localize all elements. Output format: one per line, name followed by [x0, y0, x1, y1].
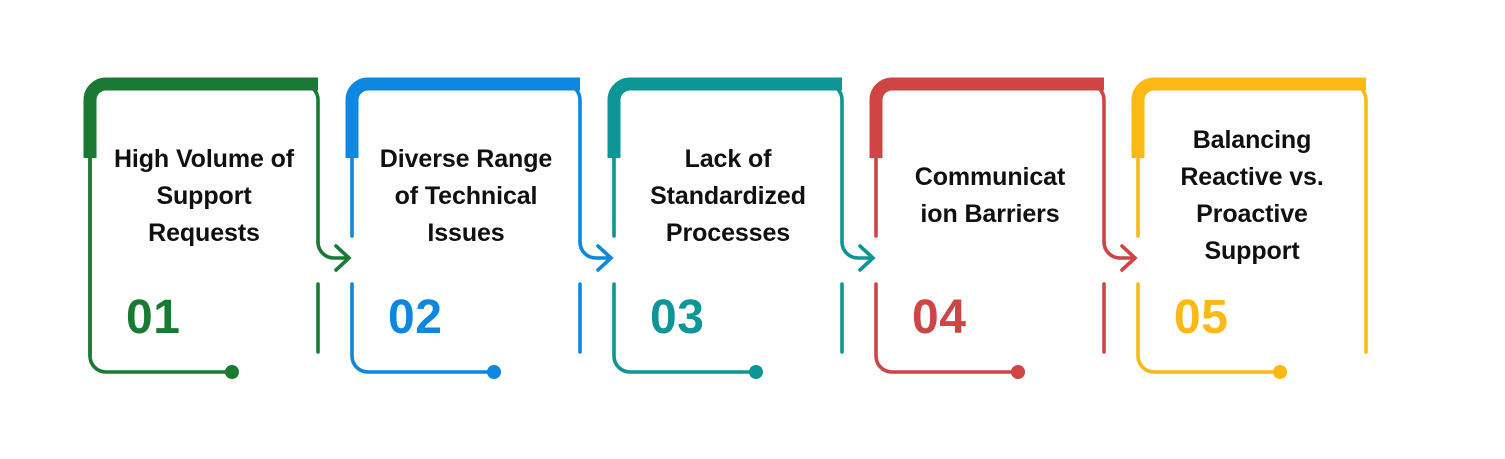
accent-corner: [345, 77, 580, 158]
step-number: 02: [388, 291, 443, 344]
end-dot: [487, 365, 501, 379]
step-outline: [1131, 77, 1368, 379]
connector-elbow: [1102, 240, 1136, 260]
outline-left-bottom: [1136, 282, 1282, 374]
step-number: 04: [912, 291, 967, 344]
step-card[interactable]: Balancing Reactive vs. Proactive Support…: [1131, 0, 1368, 459]
outline-left-bottom: [612, 282, 758, 374]
step-title: Diverse Range of Technical Issues: [379, 144, 553, 247]
connector-elbow: [840, 240, 874, 260]
step-outline: [83, 77, 352, 379]
accent-corner: [607, 77, 842, 158]
end-dot: [225, 365, 239, 379]
arrow-right-icon: [334, 244, 352, 272]
step-card[interactable]: Diverse Range of Technical Issues 02: [345, 0, 614, 459]
accent-corner: [869, 77, 1104, 158]
step-number: 03: [650, 291, 705, 344]
step-card[interactable]: Lack of Standardized Processes 03: [607, 0, 876, 459]
accent-corner: [1131, 77, 1366, 158]
step-title: High Volume of Support Requests: [113, 144, 295, 247]
step-outline: [345, 77, 614, 379]
step-title: Lack of Standardized Processes: [650, 144, 806, 247]
arrow-right-icon: [1120, 244, 1138, 272]
step-outline: [869, 77, 1138, 379]
end-dot: [1011, 365, 1025, 379]
step-outline: [607, 77, 876, 379]
connector-elbow: [578, 240, 612, 260]
outline-left-bottom: [350, 282, 496, 374]
step-title: Communicat ion Barriers: [914, 163, 1066, 228]
step-number: 05: [1174, 291, 1229, 344]
arrow-right-icon: [596, 244, 614, 272]
end-dot: [749, 365, 763, 379]
outline-left-bottom: [874, 282, 1020, 374]
outline-left-bottom: [88, 156, 234, 374]
connector-elbow: [316, 240, 350, 260]
accent-corner: [83, 77, 318, 158]
step-title: Balancing Reactive vs. Proactive Support: [1180, 126, 1324, 265]
step-card[interactable]: High Volume of Support Requests 01: [83, 0, 352, 459]
step-card[interactable]: Communicat ion Barriers 04: [869, 0, 1138, 459]
arrow-right-icon: [858, 244, 876, 272]
end-dot: [1273, 365, 1287, 379]
step-number: 01: [126, 291, 181, 344]
